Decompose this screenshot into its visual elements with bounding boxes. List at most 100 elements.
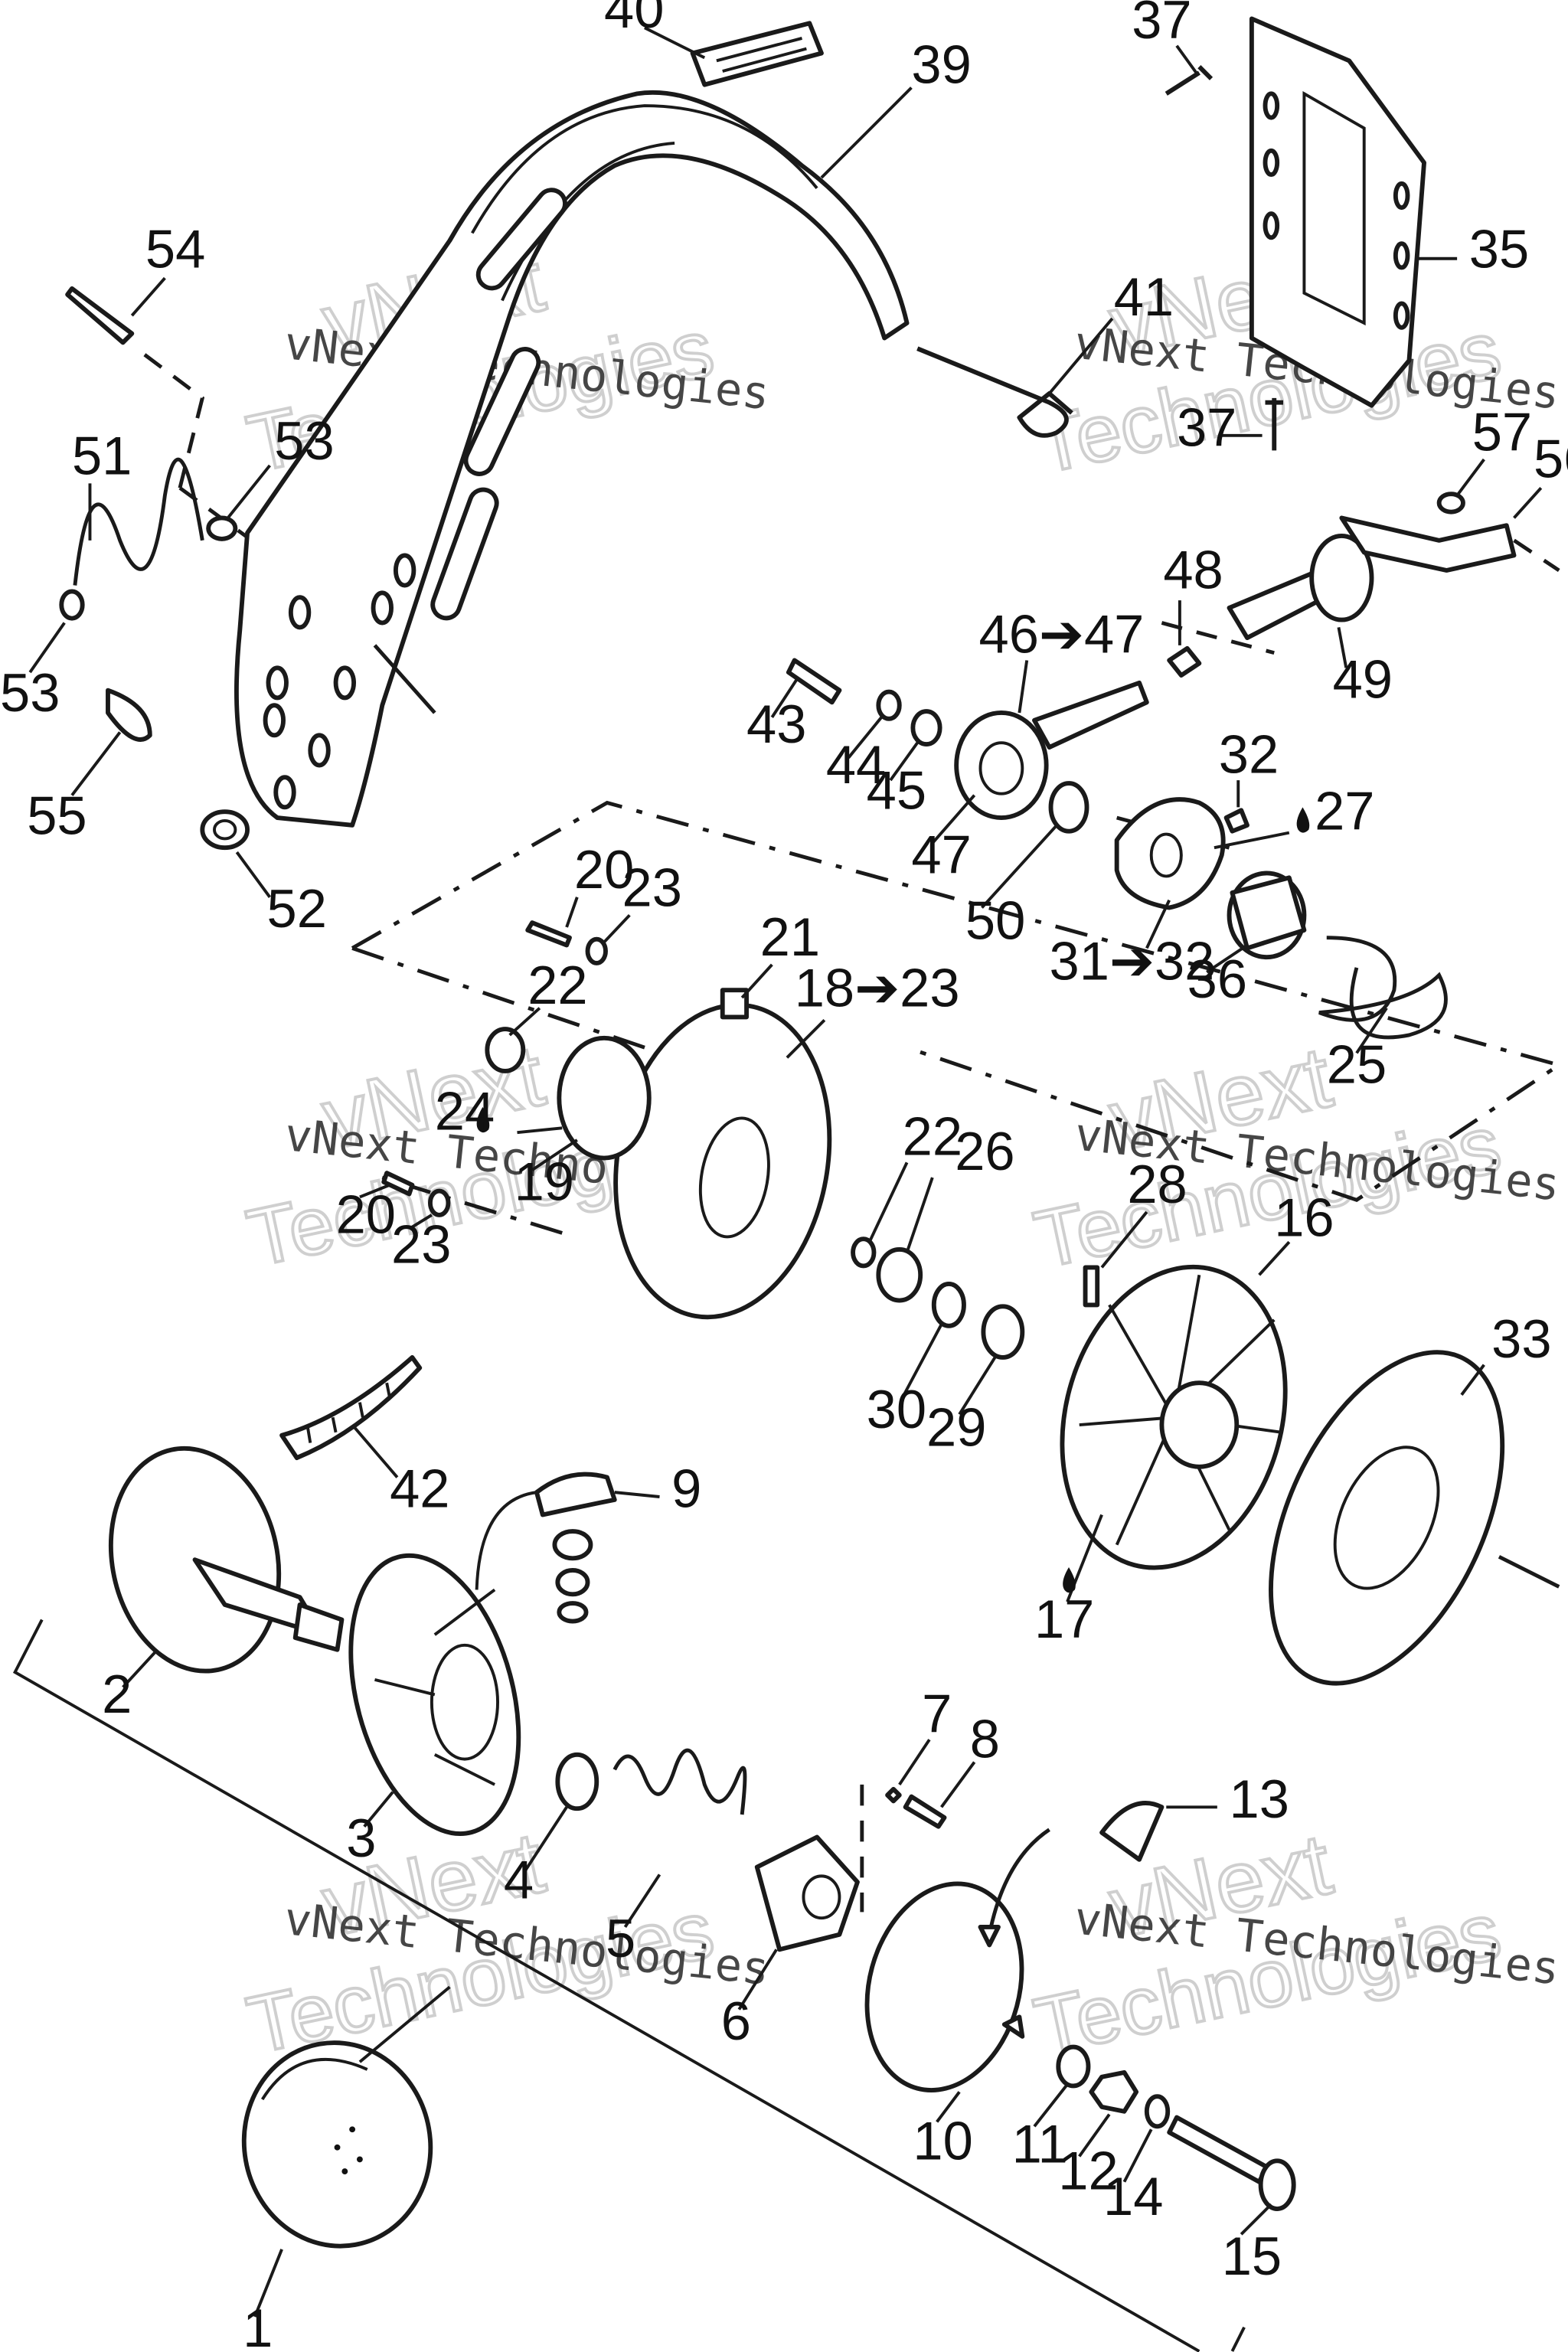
leader-1b	[358, 1985, 451, 2063]
callout-55: 55	[27, 786, 87, 846]
bearing-bore	[978, 741, 1024, 795]
leader-10	[936, 2091, 961, 2123]
cover-plate	[1269, 1350, 1505, 1686]
leader-2	[122, 1648, 159, 1688]
callout-6: 6	[721, 1991, 751, 2051]
leader-23b	[411, 1214, 433, 1229]
leader-9	[475, 1491, 660, 1590]
movable-fins	[374, 1588, 496, 1786]
screw-8	[903, 1794, 947, 1829]
cup-hole	[356, 2156, 363, 2163]
cup-hole	[341, 2168, 348, 2174]
callout-49: 49	[1333, 648, 1393, 709]
fixed-shaft-thread	[292, 1602, 345, 1652]
belt-teeth	[305, 1382, 391, 1443]
callout-36: 36	[1187, 949, 1247, 1009]
washer-23-bottom	[427, 1188, 451, 1217]
belt-guard-ridge	[471, 104, 818, 234]
callout-23: 23	[622, 858, 682, 918]
outer-cup	[241, 2040, 433, 2249]
belt-guard-hole	[288, 595, 312, 630]
belt-guard-hole	[463, 347, 541, 476]
support-shaft	[1167, 492, 1560, 678]
sheave-18	[613, 1002, 832, 1320]
callout-44: 44	[826, 734, 886, 795]
callout-1: 1	[243, 2298, 273, 2352]
leader-37a	[1175, 44, 1198, 74]
callout-47: 47	[911, 824, 971, 884]
callout-46-47: 46➔47	[979, 604, 1145, 665]
leader-56	[1513, 486, 1543, 519]
leader-4	[523, 1806, 568, 1873]
cup-rim	[260, 2057, 368, 2101]
leader-47	[931, 794, 976, 844]
drive-pulley-frame-end	[1230, 2326, 1246, 2352]
callout-57: 57	[1472, 401, 1532, 462]
grease-drop-icon	[476, 1106, 490, 1133]
leader-28	[1100, 1210, 1148, 1269]
leader-19	[531, 1138, 578, 1171]
screw-20-top	[525, 920, 572, 948]
cam-31	[1114, 797, 1226, 910]
callout-31-32: 31➔32	[1050, 931, 1215, 991]
leader-45	[889, 742, 919, 782]
washer-45	[910, 709, 942, 747]
leader-50	[980, 824, 1058, 909]
retainer-spring	[916, 346, 1073, 438]
support-bracket-56	[1339, 515, 1517, 573]
callout-22b: 22	[903, 1106, 962, 1167]
grease-drop-icon	[1063, 1567, 1076, 1593]
shaft-thread	[1498, 1555, 1560, 1589]
callout-13: 13	[1230, 1769, 1289, 1829]
belt-guard-hole	[393, 553, 416, 588]
plate-spline	[1333, 1446, 1440, 1590]
driven-movable-sheave	[1060, 1264, 1560, 1589]
nut-12	[1089, 2069, 1139, 2114]
driven-fixed-sheave	[381, 920, 832, 1320]
leader-22a	[508, 1007, 541, 1037]
shaft-flange	[1309, 534, 1374, 622]
bracket-hole	[1263, 211, 1280, 240]
callout-17: 17	[1034, 1589, 1094, 1649]
belt-guard-hole	[273, 775, 296, 810]
screw-20-bottom	[381, 1171, 415, 1197]
callout-16: 16	[1274, 1187, 1334, 1247]
leader-3	[363, 1791, 394, 1828]
bracket-leader	[1513, 538, 1560, 573]
lockwasher-44	[876, 689, 902, 721]
cup-hole	[334, 2144, 341, 2151]
roller	[552, 1529, 593, 1561]
washer-57	[1436, 492, 1465, 514]
leader-8	[940, 1761, 976, 1808]
leader-54	[130, 276, 166, 317]
callout-19: 19	[514, 1151, 574, 1211]
grommet-52	[200, 809, 250, 851]
bearing-assembly	[786, 658, 1149, 834]
callout-40: 40	[604, 0, 664, 39]
decal-13	[1099, 1801, 1165, 1862]
belt-guard-hole	[333, 665, 357, 701]
callout-14: 14	[1103, 2166, 1163, 2226]
bracket-body	[1249, 16, 1426, 408]
grommet-hole	[213, 819, 237, 841]
bracket-hole	[1393, 241, 1410, 270]
cam-assembly	[1114, 797, 1448, 1040]
bracket-hole	[1263, 91, 1280, 120]
leader-11	[1033, 2083, 1069, 2128]
driven-pulley-box-edge	[351, 946, 653, 1052]
leader-44	[847, 716, 883, 759]
leader-16	[1258, 1240, 1291, 1276]
callout-10: 10	[913, 2110, 972, 2171]
tether-leader-dash	[141, 351, 205, 488]
callout-29: 29	[926, 1396, 986, 1457]
grease-drop-icon	[1296, 807, 1310, 833]
callout-28: 28	[1127, 1154, 1187, 1214]
callout-22: 22	[528, 955, 587, 1015]
callout-41: 41	[1114, 266, 1174, 327]
leader-lines	[28, 26, 1543, 2318]
leader-36	[1206, 943, 1249, 974]
pin-28	[1083, 1265, 1100, 1308]
bolt-15	[1167, 2115, 1269, 2184]
sheave-hub	[1159, 1380, 1240, 1469]
callout-8: 8	[970, 1709, 1000, 1769]
